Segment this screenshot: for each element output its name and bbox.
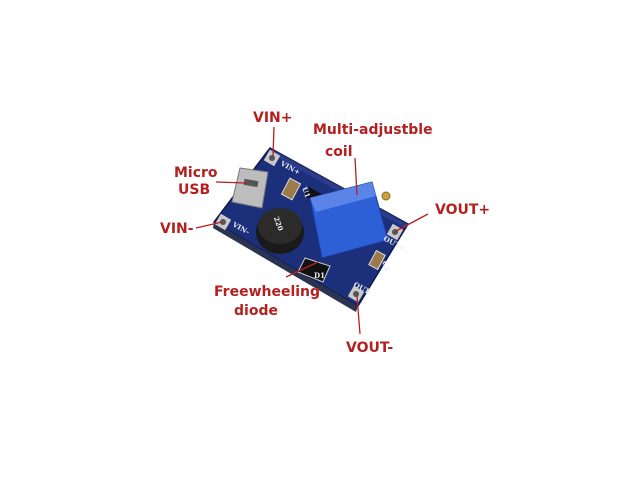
label-vout-minus: VOUT-	[346, 340, 393, 356]
silk-c2: C2	[380, 260, 392, 273]
input-capacitor	[280, 177, 302, 201]
leader-coil	[354, 157, 358, 196]
pad-vin-minus	[214, 213, 232, 231]
leader-micro-usb	[215, 181, 247, 184]
label-vin-plus: VIN+	[253, 110, 293, 126]
trimmer-potentiometer	[309, 181, 391, 259]
label-coil-line1: Multi-adjustble	[313, 122, 433, 138]
leader-vin-plus	[272, 126, 275, 157]
pad-vin-plus	[263, 149, 281, 167]
label-diode-line2: diode	[234, 303, 278, 319]
leader-vout-minus	[356, 295, 361, 335]
label-coil-line2: coil	[325, 144, 353, 160]
inductor: 220	[256, 208, 304, 254]
silk-u1: U1	[300, 186, 312, 200]
pad-vout-plus	[386, 223, 404, 241]
label-diode-line1: Freewheeling	[214, 284, 320, 300]
label-vout-plus: VOUT+	[435, 202, 490, 218]
output-capacitor	[368, 249, 386, 271]
label-micro-usb-line2: USB	[178, 182, 210, 198]
leader-vout-plus	[395, 213, 429, 232]
label-micro-usb-line1: Micro	[174, 165, 218, 181]
pad-vout-minus	[347, 285, 365, 303]
label-vin-minus: VIN-	[160, 221, 194, 237]
leader-vin-minus	[195, 221, 223, 229]
freewheeling-diode	[297, 257, 331, 283]
leader-diode	[285, 261, 319, 278]
silk-d1: D1	[314, 271, 325, 280]
micro-usb-connector	[231, 167, 269, 209]
